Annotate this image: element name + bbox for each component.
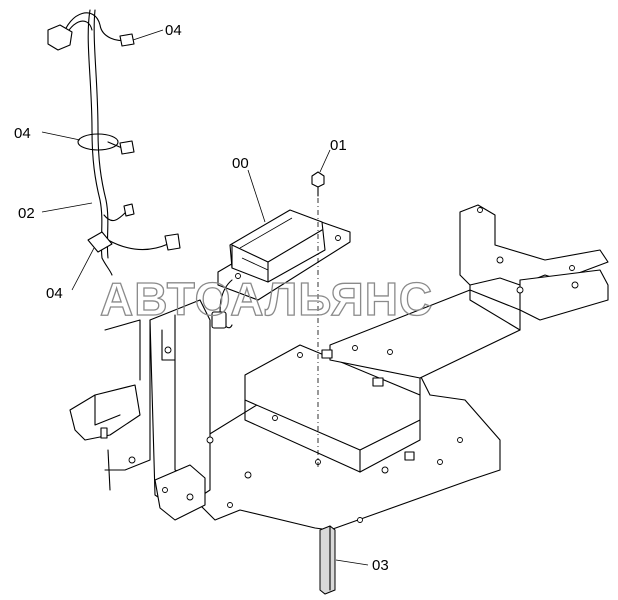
callout-04-low: 04	[46, 285, 63, 302]
callout-04-top: 04	[165, 22, 182, 39]
watermark-text: АВТОАЛЬЯНС	[100, 273, 433, 325]
part-03-strip	[319, 525, 336, 595]
callout-02: 02	[18, 205, 35, 222]
callout-00: 00	[232, 155, 249, 172]
callout-04-mid: 04	[14, 125, 31, 142]
part-00-control-box	[211, 209, 351, 329]
callout-01: 01	[330, 137, 347, 154]
part-01-bolt	[311, 171, 325, 470]
callout-leaders	[41, 29, 369, 566]
callout-03: 03	[372, 557, 389, 574]
part-02-wire-harness	[47, 9, 181, 276]
frame-bracket	[69, 204, 609, 531]
